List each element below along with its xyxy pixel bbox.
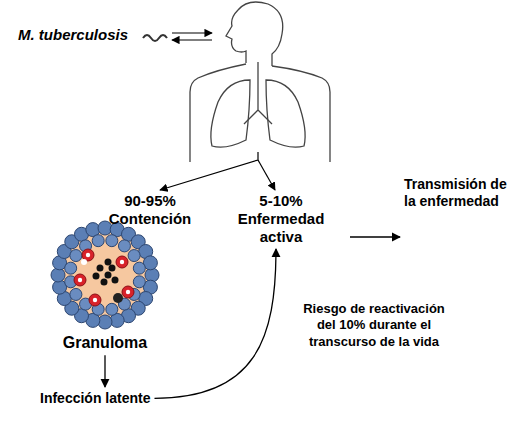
cell [65, 262, 77, 274]
node-text: 5-10% Enfermedad activa [215, 192, 347, 246]
cell [105, 259, 112, 266]
connector-arrow [154, 249, 276, 398]
cell [128, 250, 140, 262]
granuloma-label: Granuloma [50, 333, 160, 352]
cell [86, 253, 90, 257]
cell [120, 260, 124, 264]
outcome-label: 90-95% Contención [95, 192, 205, 228]
node-text: 90-95% Contención [95, 192, 205, 228]
cell [133, 262, 145, 274]
result-label: Transmisión de la enfermedad [404, 176, 509, 210]
cell [101, 279, 108, 286]
cell [133, 276, 145, 288]
state-label: Infección latente [40, 390, 150, 407]
split-arrow [160, 152, 258, 190]
cell [89, 294, 101, 306]
cell [116, 256, 128, 268]
cell [106, 303, 118, 315]
organism-label: M. tuberculosis [18, 26, 128, 44]
edge-label: Riesgo de reactivación del 10% durante e… [292, 300, 456, 351]
cell [105, 272, 112, 279]
cell [106, 235, 118, 247]
node-text: Infección latente [40, 390, 150, 407]
cell [126, 290, 130, 294]
connector-arrow [350, 236, 400, 237]
cell [112, 277, 119, 284]
cell [113, 293, 123, 303]
inhale-arrow [172, 32, 212, 33]
cell [78, 278, 82, 282]
granuloma-illustration [51, 221, 159, 329]
exhale-arrow [172, 39, 212, 40]
node-text: Granuloma [50, 333, 160, 352]
node-text: M. tuberculosis [18, 26, 128, 44]
cell [118, 240, 130, 252]
cell [70, 288, 82, 300]
cell [74, 274, 86, 286]
bacterium [143, 35, 167, 41]
human-figure [190, 2, 330, 162]
cell [93, 298, 97, 302]
connector-arrow [104, 355, 105, 387]
split-arrow [258, 160, 275, 190]
outcome-label: 5-10% Enfermedad activa [215, 192, 347, 246]
cell [81, 259, 87, 265]
cell [109, 265, 116, 272]
cell [97, 265, 104, 272]
cell [122, 286, 134, 298]
node-text: Transmisión de la enfermedad [404, 176, 509, 210]
cell [70, 250, 82, 262]
cell [93, 273, 100, 280]
cell [92, 235, 104, 247]
